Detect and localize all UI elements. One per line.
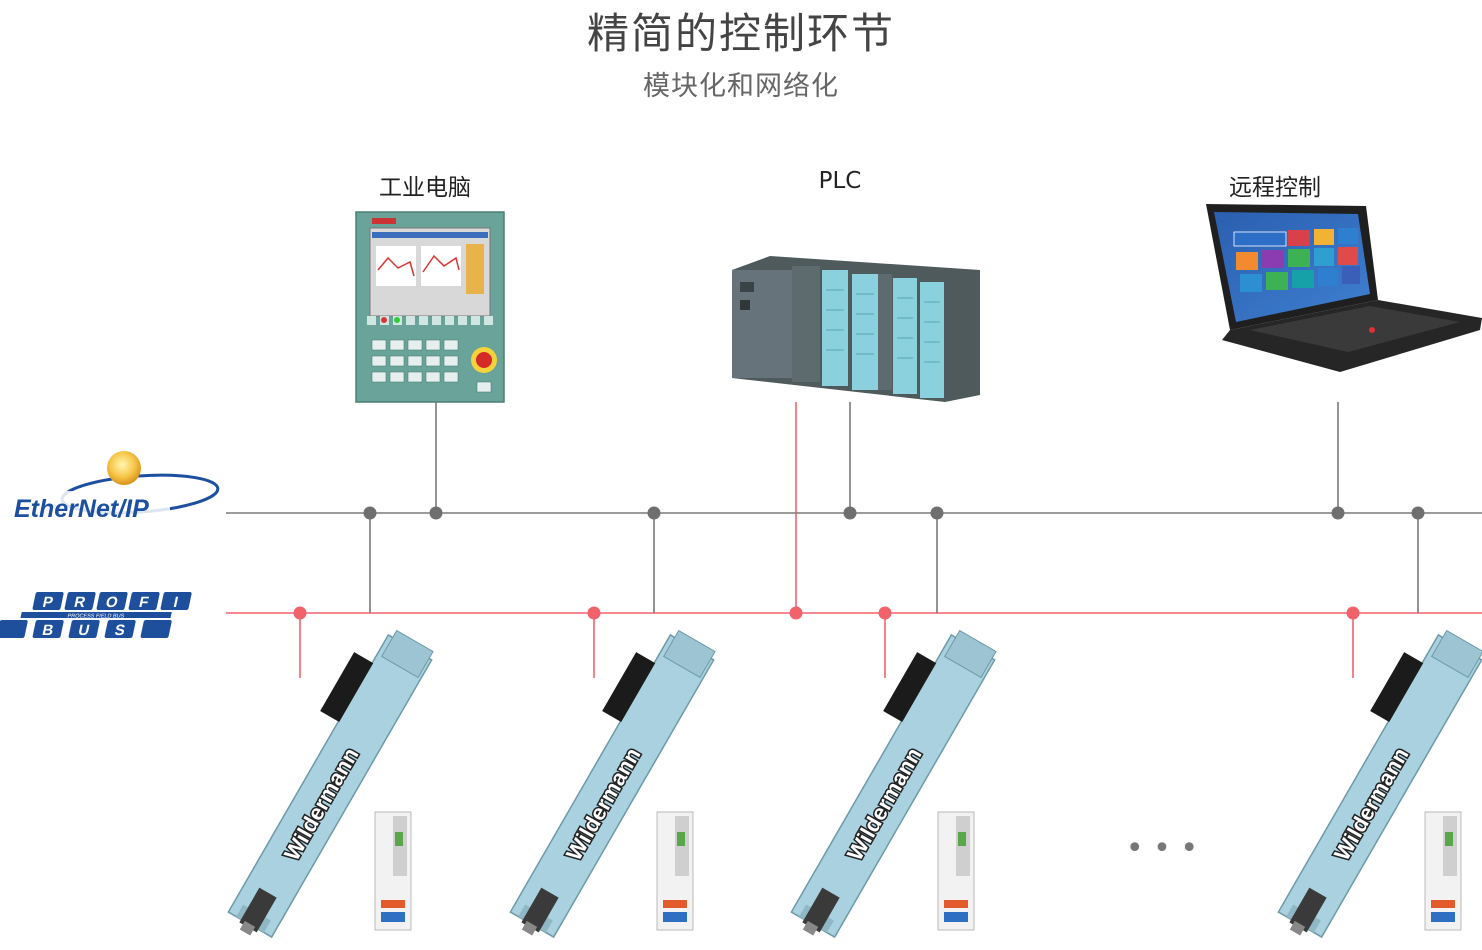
svg-text:R: R [73, 594, 87, 611]
actuator-4: Wildermann [1277, 629, 1482, 939]
actuators: Wildermann Wildermann [227, 629, 1482, 939]
ethernet-drops [369, 513, 1419, 613]
industrial-pc [355, 211, 505, 403]
svg-text:I: I [172, 594, 180, 611]
device-connections [435, 402, 1339, 613]
svg-text:O: O [104, 594, 119, 611]
plc-label: PLC [818, 168, 862, 194]
remote-label: 远程控制 [1229, 175, 1321, 201]
svg-text:S: S [113, 622, 127, 639]
svg-text:B: B [41, 622, 55, 639]
profibus-nodes [293, 606, 1360, 620]
svg-text:F: F [137, 594, 150, 611]
servo-drive [374, 811, 412, 931]
servo-drive [1424, 811, 1462, 931]
profibus-sub: PROCESS FIELD BUS [67, 614, 125, 620]
laptop [1206, 204, 1482, 372]
ethernet-ip-text: EtherNet/IP [14, 495, 149, 523]
svg-text:P: P [41, 594, 55, 611]
actuator-2: Wildermann [509, 629, 716, 939]
svg-text:U: U [77, 622, 91, 639]
servo-drive [656, 811, 694, 931]
ethernet-ip-logo: EtherNet/IP [10, 451, 220, 523]
page-title: 精简的控制环节 [586, 9, 895, 58]
plc-unit [732, 256, 980, 402]
actuator-1: Wildermann [227, 629, 434, 939]
more-devices-ellipsis: • • • [1126, 831, 1198, 866]
page-subtitle: 模块化和网络化 [643, 71, 839, 102]
ipc-label: 工业电脑 [379, 175, 471, 201]
ethernet-nodes [363, 506, 1425, 520]
profibus-drops [299, 613, 1354, 678]
actuator-3: Wildermann [790, 629, 997, 939]
servo-drive [937, 811, 975, 931]
